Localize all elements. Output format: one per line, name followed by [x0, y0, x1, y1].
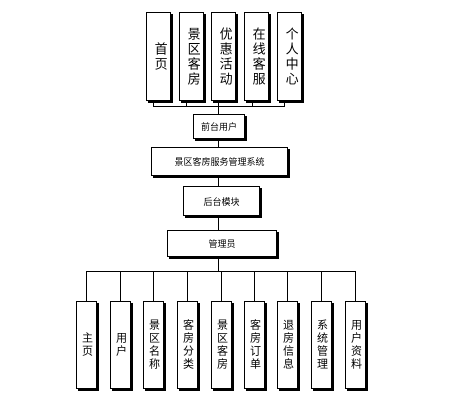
connector-user-system	[218, 139, 219, 147]
backend-module-item-label: 用户	[114, 332, 128, 358]
frontend-user-label: 前台用户	[200, 123, 237, 133]
frontend-module-box: 个人中心	[277, 12, 302, 101]
connector-admin-bar	[218, 257, 219, 271]
backend-module-item-box: 用户资料	[345, 301, 366, 389]
bottom-connector-drop-7	[287, 271, 288, 301]
frontend-module-label: 优惠活动	[216, 26, 232, 87]
frontend-module-label: 首页	[151, 41, 167, 72]
bottom-connector-drop-4	[187, 271, 188, 301]
admin-box: 管理员	[167, 230, 277, 257]
backend-module-item-box: 主页	[76, 301, 97, 389]
backend-module-label: 后台模块	[203, 197, 240, 208]
top-connector-drop-5	[284, 101, 285, 107]
bottom-connector-drop-2	[120, 271, 121, 301]
frontend-module-label: 个人中心	[282, 26, 298, 87]
frontend-module-box: 景区客房	[179, 12, 204, 101]
bottom-connector-drop-5	[221, 271, 222, 301]
top-connector-stem	[218, 106, 219, 114]
bottom-connector-drop-1	[86, 271, 87, 301]
admin-label: 管理员	[208, 240, 236, 250]
bottom-connector-bar	[86, 271, 355, 272]
bottom-connector-drop-9	[355, 271, 356, 301]
backend-module-item-label: 客房订单	[248, 319, 262, 371]
backend-module-item-box: 退房信息	[277, 301, 298, 389]
backend-module-item-box: 用户	[110, 301, 131, 389]
top-connector-drop-1	[153, 101, 154, 107]
frontend-module-box: 在线客服	[244, 12, 269, 101]
backend-module-item-label: 主页	[80, 332, 94, 358]
backend-module-box: 后台模块	[183, 186, 260, 216]
backend-module-item-box: 系统管理	[311, 301, 332, 389]
frontend-module-label: 在线客服	[249, 26, 265, 87]
top-connector-drop-4	[252, 101, 253, 107]
frontend-module-box: 首页	[146, 12, 171, 101]
backend-module-item-label: 景区名称	[147, 319, 161, 371]
backend-module-item-box: 客房订单	[244, 301, 265, 389]
top-connector-drop-2	[186, 101, 187, 107]
backend-module-item-box: 景区名称	[143, 301, 164, 389]
backend-module-item-label: 退房信息	[281, 319, 295, 371]
bottom-connector-drop-8	[321, 271, 322, 301]
backend-module-item-box: 客房分类	[177, 301, 198, 389]
backend-module-item-label: 景区客房	[215, 319, 229, 371]
backend-module-item-label: 用户资料	[349, 319, 363, 371]
connector-backend-admin	[218, 216, 219, 230]
bottom-connector-drop-3	[153, 271, 154, 301]
frontend-module-box: 优惠活动	[211, 12, 236, 101]
bottom-connector-drop-6	[254, 271, 255, 301]
system-label: 景区客房服务管理系统	[174, 158, 265, 168]
frontend-module-label: 景区客房	[184, 26, 200, 87]
backend-module-item-label: 客房分类	[181, 319, 195, 371]
backend-module-item-label: 系统管理	[315, 319, 329, 371]
connector-system-backend	[218, 176, 219, 186]
frontend-user-box: 前台用户	[193, 114, 245, 139]
top-connector-drop-3	[218, 101, 219, 107]
system-box: 景区客房服务管理系统	[151, 147, 288, 176]
backend-module-item-box: 景区客房	[211, 301, 232, 389]
